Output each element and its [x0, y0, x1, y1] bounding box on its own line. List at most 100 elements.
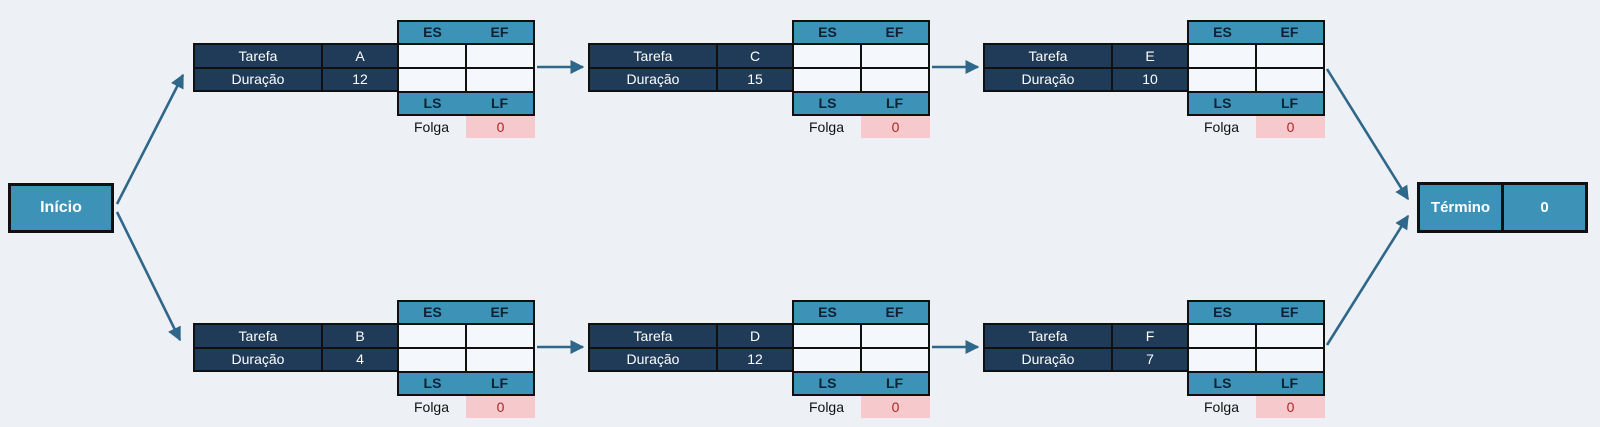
- task-name-value[interactable]: D: [718, 325, 792, 347]
- schedule-grid: ES EF LS LF: [792, 300, 930, 396]
- schedule-grid: ES EF LS LF: [792, 20, 930, 116]
- lf-value-cell[interactable]: [1257, 349, 1323, 371]
- duration-value[interactable]: 12: [323, 68, 397, 90]
- task-name-value[interactable]: F: [1113, 325, 1187, 347]
- ef-value-cell[interactable]: [467, 325, 533, 347]
- arrow-inicio-to-b: [115, 211, 182, 342]
- slack-row: Folga 0: [1187, 116, 1325, 138]
- duration-value[interactable]: 4: [323, 348, 397, 370]
- lf-value-cell[interactable]: [467, 349, 533, 371]
- task-node-d: ES EF LS LF Tarefa D Duração 12 Folga 0: [588, 300, 930, 418]
- duration-field-label: Duração: [195, 68, 321, 90]
- task-field-label: Tarefa: [985, 325, 1111, 347]
- ls-value-cell[interactable]: [1189, 349, 1255, 371]
- ls-value-cell[interactable]: [399, 349, 465, 371]
- ef-label: EF: [885, 304, 904, 320]
- end-node-value[interactable]: 0: [1504, 185, 1585, 230]
- lf-label: LF: [1280, 95, 1299, 111]
- duration-field-label: Duração: [590, 348, 716, 370]
- task-node-e: ES EF LS LF Tarefa E Duração 10 Folga 0: [983, 20, 1325, 138]
- lf-value-cell[interactable]: [862, 349, 928, 371]
- duration-field-label: Duração: [195, 348, 321, 370]
- slack-value-cell[interactable]: 0: [861, 396, 930, 418]
- slack-label: Folga: [1203, 119, 1240, 135]
- es-value-cell[interactable]: [399, 45, 465, 67]
- task-name-value[interactable]: A: [323, 45, 397, 67]
- ls-value-cell[interactable]: [399, 69, 465, 91]
- es-ef-header: ES EF: [1189, 302, 1323, 323]
- arrow-f-to-termino: [1325, 214, 1410, 346]
- ef-value-cell[interactable]: [1257, 325, 1323, 347]
- lf-value-cell[interactable]: [862, 69, 928, 91]
- task-info-table: Tarefa B Duração 4: [193, 323, 399, 372]
- task-name-value[interactable]: E: [1113, 45, 1187, 67]
- es-label: ES: [818, 24, 837, 40]
- ef-value-cell[interactable]: [862, 325, 928, 347]
- task-node-f: ES EF LS LF Tarefa F Duração 7 Folga 0: [983, 300, 1325, 418]
- arrow-inicio-to-a: [115, 73, 185, 205]
- slack-label: Folga: [808, 119, 845, 135]
- slack-value-cell[interactable]: 0: [861, 116, 930, 138]
- task-name-value[interactable]: C: [718, 45, 792, 67]
- slack-value-cell[interactable]: 0: [1256, 396, 1325, 418]
- slack-row: Folga 0: [397, 116, 535, 138]
- slack-value-cell[interactable]: 0: [1256, 116, 1325, 138]
- ls-lf-footer: LS LF: [399, 373, 533, 394]
- slack-value-cell[interactable]: 0: [466, 116, 535, 138]
- duration-value[interactable]: 10: [1113, 68, 1187, 90]
- task-info-table: Tarefa A Duração 12: [193, 43, 399, 92]
- task-field-label: Tarefa: [195, 325, 321, 347]
- ls-label: LS: [423, 375, 442, 391]
- es-value-cell[interactable]: [794, 45, 860, 67]
- ef-value-cell[interactable]: [467, 45, 533, 67]
- lf-value-cell[interactable]: [467, 69, 533, 91]
- ef-label: EF: [490, 304, 509, 320]
- es-value-cell[interactable]: [399, 325, 465, 347]
- ef-label: EF: [490, 24, 509, 40]
- slack-row: Folga 0: [397, 396, 535, 418]
- slack-label: Folga: [413, 399, 450, 415]
- lf-value-cell[interactable]: [1257, 69, 1323, 91]
- task-node-b: ES EF LS LF Tarefa B Duração 4 Folga 0: [193, 300, 535, 418]
- task-name-value[interactable]: B: [323, 325, 397, 347]
- lf-label: LF: [1280, 375, 1299, 391]
- ls-lf-footer: LS LF: [794, 93, 928, 114]
- task-field-label: Tarefa: [985, 45, 1111, 67]
- arrow-e-to-termino: [1325, 68, 1410, 201]
- es-ef-header: ES EF: [399, 22, 533, 43]
- ls-label: LS: [818, 375, 837, 391]
- lf-label: LF: [885, 95, 904, 111]
- es-value-cell[interactable]: [794, 325, 860, 347]
- task-field-label: Tarefa: [590, 325, 716, 347]
- lf-label: LF: [490, 95, 509, 111]
- ef-label: EF: [1280, 24, 1299, 40]
- ls-label: LS: [818, 95, 837, 111]
- slack-row: Folga 0: [1187, 396, 1325, 418]
- slack-label: Folga: [1203, 399, 1240, 415]
- duration-value[interactable]: 15: [718, 68, 792, 90]
- ef-label: EF: [885, 24, 904, 40]
- slack-row: Folga 0: [792, 116, 930, 138]
- task-info-table: Tarefa C Duração 15: [588, 43, 794, 92]
- ls-value-cell[interactable]: [1189, 69, 1255, 91]
- ef-value-cell[interactable]: [862, 45, 928, 67]
- start-node: Início: [8, 183, 114, 233]
- ef-label: EF: [1280, 304, 1299, 320]
- slack-value-cell[interactable]: 0: [466, 396, 535, 418]
- schedule-grid: ES EF LS LF: [1187, 20, 1325, 116]
- duration-value[interactable]: 7: [1113, 348, 1187, 370]
- schedule-grid: ES EF LS LF: [397, 300, 535, 396]
- ls-value-cell[interactable]: [794, 349, 860, 371]
- es-value-cell[interactable]: [1189, 325, 1255, 347]
- duration-value[interactable]: 12: [718, 348, 792, 370]
- ef-value-cell[interactable]: [1257, 45, 1323, 67]
- es-value-cell[interactable]: [1189, 45, 1255, 67]
- task-info-table: Tarefa E Duração 10: [983, 43, 1189, 92]
- task-info-table: Tarefa F Duração 7: [983, 323, 1189, 372]
- ls-lf-footer: LS LF: [1189, 93, 1323, 114]
- ls-value-cell[interactable]: [794, 69, 860, 91]
- task-field-label: Tarefa: [590, 45, 716, 67]
- end-node: Término 0: [1417, 182, 1588, 233]
- slack-row: Folga 0: [792, 396, 930, 418]
